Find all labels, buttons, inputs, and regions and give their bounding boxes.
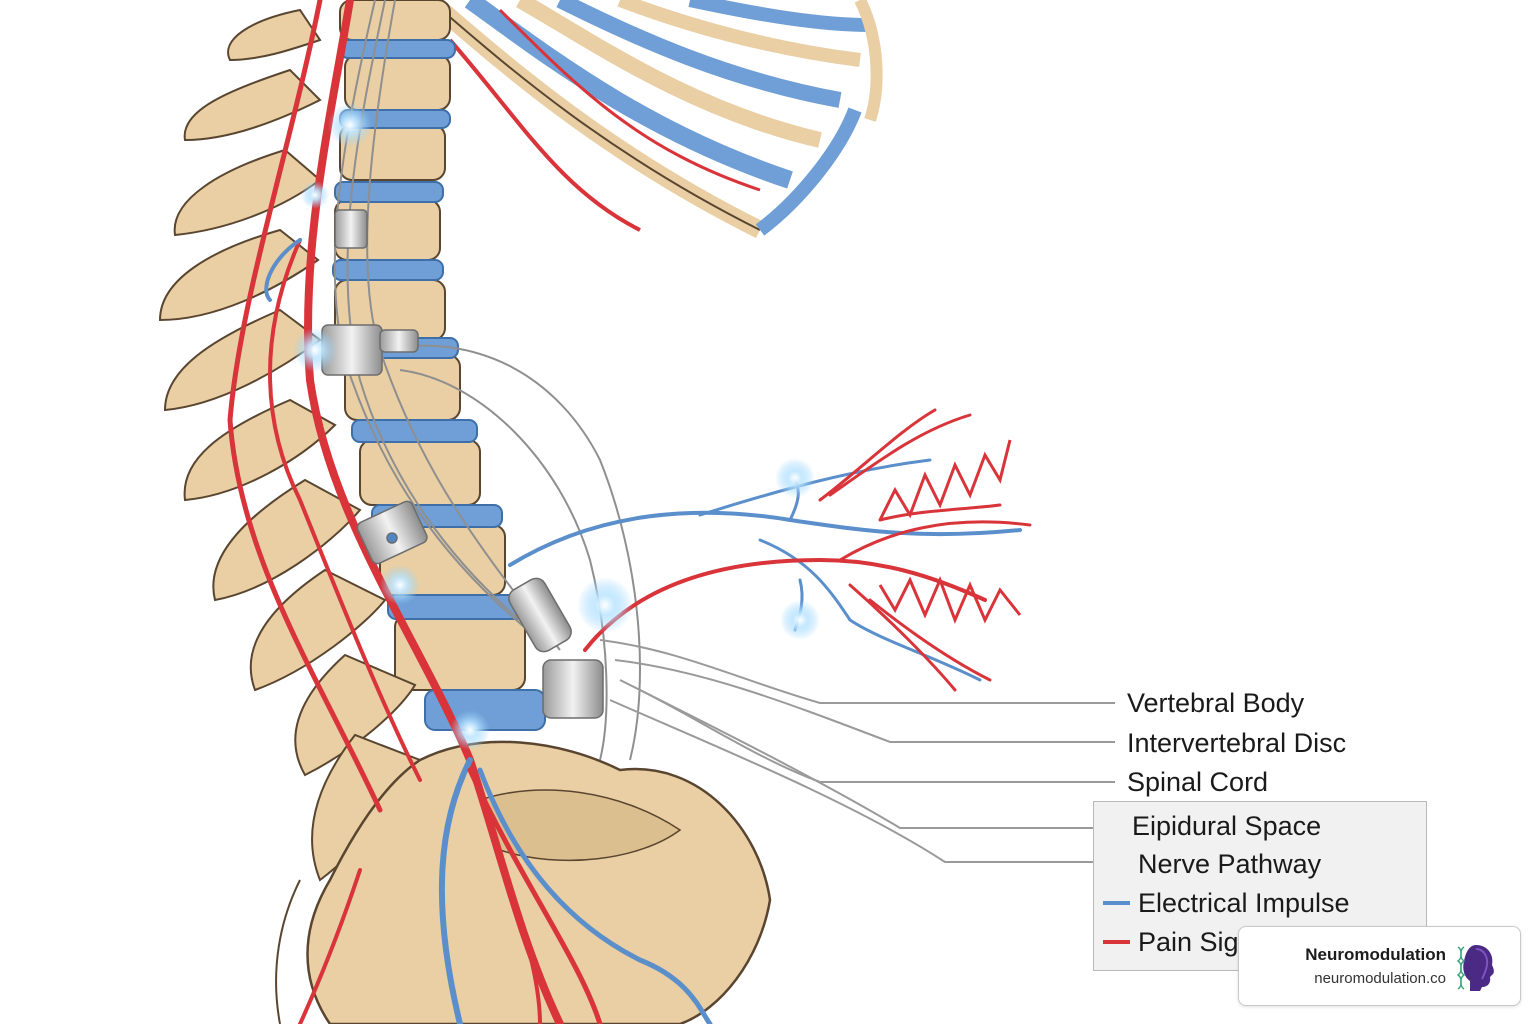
brand-card[interactable]: Neuromodulation neuromodulation.co [1238,926,1521,1006]
brand-name: Neuromodulation [1305,945,1446,964]
rib-cage [424,0,883,239]
vertebral-column [158,0,772,1024]
leader-lines [599,639,1130,863]
brand-logo-icon [1456,945,1494,991]
nerve-pathway [508,408,1032,692]
electrode-housings [321,209,604,719]
pain-signal-zigzag [878,439,1022,625]
label-spinal-cord: Spinal Cord [1127,767,1268,797]
label-vertebral-body: Vertebral Body [1127,688,1305,718]
spinal-cord [227,0,713,1024]
brand-url: neuromodulation.co [1314,970,1446,987]
stimulation-glows [293,103,820,750]
label-intervertebral-disc: Intervertebral Disc [1127,728,1346,758]
